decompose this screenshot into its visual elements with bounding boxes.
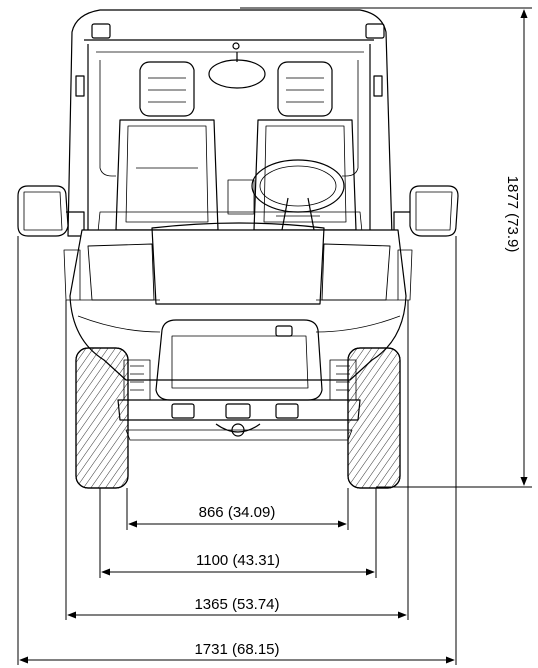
track-outer-dimension-label: 1100 (43.31) xyxy=(196,552,280,569)
left-suspension xyxy=(123,359,151,401)
dimension-lines xyxy=(17,7,532,665)
right-side-mirror xyxy=(393,185,459,237)
left-seat xyxy=(115,61,219,231)
right-seat xyxy=(253,61,357,231)
track-inner-dimension-label: 866 (34.09) xyxy=(199,504,276,521)
grille xyxy=(155,319,323,401)
front-bumper xyxy=(117,399,361,441)
rear-view-mirror xyxy=(208,59,266,89)
body-width-dimension-label: 1365 (53.74) xyxy=(194,596,279,613)
front-body xyxy=(63,222,413,381)
left-wheel xyxy=(75,347,129,489)
left-side-mirror xyxy=(17,185,85,237)
right-wheel xyxy=(347,347,401,489)
height-dimension-label: 1877 (73.9) xyxy=(504,176,521,253)
vehicle xyxy=(17,9,459,489)
overall-width-dimension-label: 1731 (68.15) xyxy=(194,641,279,658)
steering-wheel xyxy=(251,159,345,231)
